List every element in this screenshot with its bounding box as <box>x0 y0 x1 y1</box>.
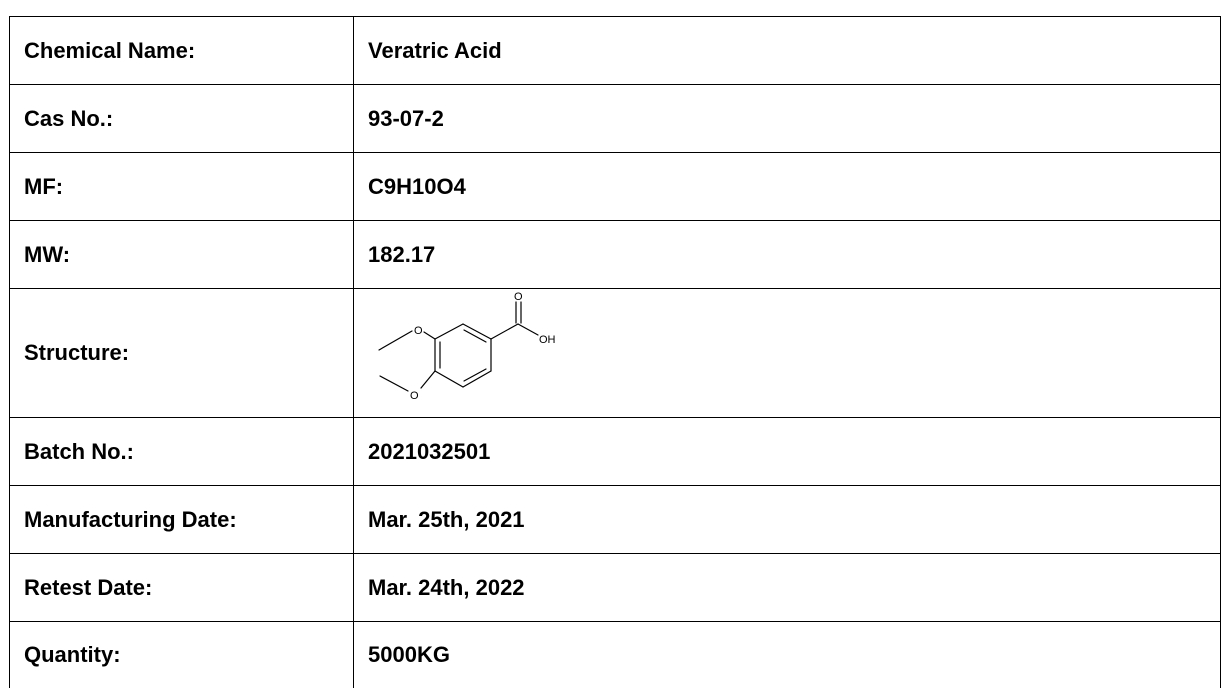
methoxy-bond <box>379 331 412 350</box>
table-row-quantity: Quantity: 5000KG <box>10 622 1221 688</box>
mw-value: 182.17 <box>354 221 1221 289</box>
methoxy-bond <box>424 332 435 339</box>
mf-label: MF: <box>10 153 354 221</box>
table-row-cas-no: Cas No.: 93-07-2 <box>10 85 1221 153</box>
retest-date-value: Mar. 24th, 2022 <box>354 554 1221 622</box>
quantity-value: 5000KG <box>354 622 1221 688</box>
table-row-retest-date: Retest Date: Mar. 24th, 2022 <box>10 554 1221 622</box>
table-row-mf: MF: C9H10O4 <box>10 153 1221 221</box>
mw-label: MW: <box>10 221 354 289</box>
quantity-label: Quantity: <box>10 622 354 688</box>
atom-label-methoxy-o-upper: O <box>414 325 423 337</box>
cas-no-label: Cas No.: <box>10 85 354 153</box>
retest-date-label: Retest Date: <box>10 554 354 622</box>
table-row-structure: Structure: <box>10 289 1221 418</box>
carboxyl-bond <box>491 324 518 339</box>
table-row-manufacturing-date: Manufacturing Date: Mar. 25th, 2021 <box>10 486 1221 554</box>
chemical-name-value: Veratric Acid <box>354 17 1221 85</box>
ring-double-bond <box>464 369 486 381</box>
structure-diagram: O OH O O <box>366 292 566 414</box>
structure-cell: O OH O O <box>354 289 1221 418</box>
structure-label: Structure: <box>10 289 354 418</box>
methoxy-bond <box>380 376 408 391</box>
atom-label-hydroxyl: OH <box>539 334 556 346</box>
batch-no-label: Batch No.: <box>10 418 354 486</box>
manufacturing-date-value: Mar. 25th, 2021 <box>354 486 1221 554</box>
ring-bond <box>435 324 463 339</box>
atom-label-carbonyl-o: O <box>514 292 523 303</box>
mf-value: C9H10O4 <box>354 153 1221 221</box>
table-row-batch-no: Batch No.: 2021032501 <box>10 418 1221 486</box>
atom-label-methoxy-o-lower: O <box>410 390 419 402</box>
manufacturing-date-label: Manufacturing Date: <box>10 486 354 554</box>
chemical-spec-table: Chemical Name: Veratric Acid Cas No.: 93… <box>9 16 1221 688</box>
hydroxyl-bond <box>518 324 538 335</box>
methoxy-bond <box>421 371 435 388</box>
table-row-mw: MW: 182.17 <box>10 221 1221 289</box>
ring-bond <box>435 371 463 387</box>
table-row-chemical-name: Chemical Name: Veratric Acid <box>10 17 1221 85</box>
structure-bonds <box>379 302 538 391</box>
chemical-name-label: Chemical Name: <box>10 17 354 85</box>
ring-double-bond <box>464 330 486 342</box>
cas-no-value: 93-07-2 <box>354 85 1221 153</box>
batch-no-value: 2021032501 <box>354 418 1221 486</box>
